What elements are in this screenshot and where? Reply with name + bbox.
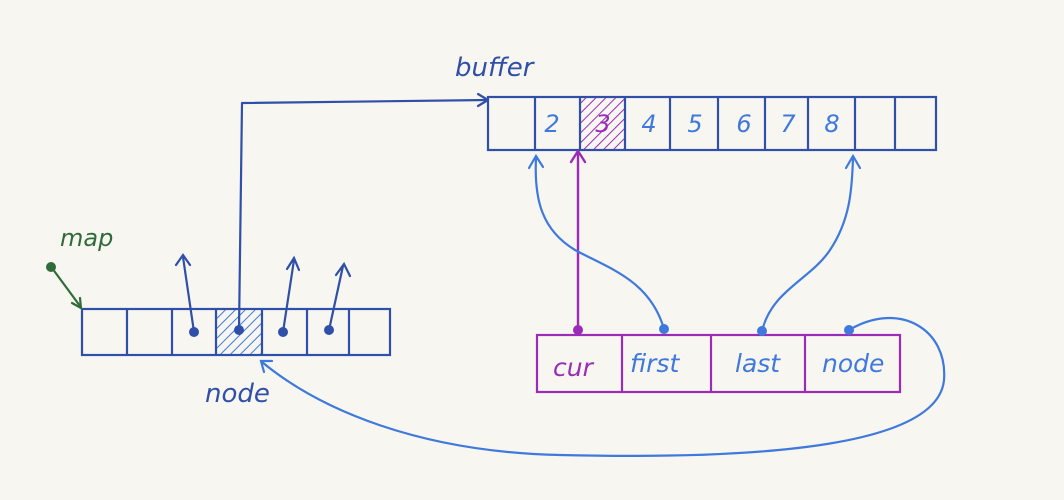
first-pointer [527, 153, 666, 331]
field-node: node [822, 349, 884, 378]
field-cur: cur [553, 353, 595, 382]
last-pointer [760, 153, 862, 333]
buffer-cell-values: 2 3 4 5 6 7 8 [544, 110, 839, 138]
first-pointer-dot [659, 324, 669, 334]
map-label: map [60, 224, 113, 252]
buffer-cell-4: 5 [687, 110, 702, 138]
map-pointer [50, 266, 83, 310]
field-last: last [735, 349, 781, 378]
buffer-cell-1: 2 [544, 110, 559, 138]
node-label: node [205, 379, 270, 409]
map-pointers [174, 253, 352, 334]
buffer-cell-7: 8 [824, 110, 839, 138]
cur-pointer [569, 148, 587, 332]
map-pointer-dot [46, 262, 56, 272]
buffer-label: buffer [455, 53, 536, 83]
buffer-cell-6: 7 [780, 110, 796, 138]
map-to-buffer-arrow [237, 92, 490, 332]
map-array [80, 307, 392, 357]
buffer-current-cell-hatch [581, 98, 624, 149]
node-pointer-dot [844, 325, 854, 335]
buffer-cell-2: 3 [595, 110, 610, 138]
last-pointer-dot [757, 326, 767, 336]
cur-pointer-dot [573, 325, 583, 335]
iterator-fields: cur first last node [553, 349, 884, 382]
iterator-struct [535, 333, 902, 394]
buffer-cell-5: 6 [736, 110, 751, 138]
buffer-array [486, 95, 938, 152]
buffer-cell-3: 4 [641, 110, 656, 138]
field-first: first [630, 349, 680, 378]
node-pointer [259, 317, 946, 457]
